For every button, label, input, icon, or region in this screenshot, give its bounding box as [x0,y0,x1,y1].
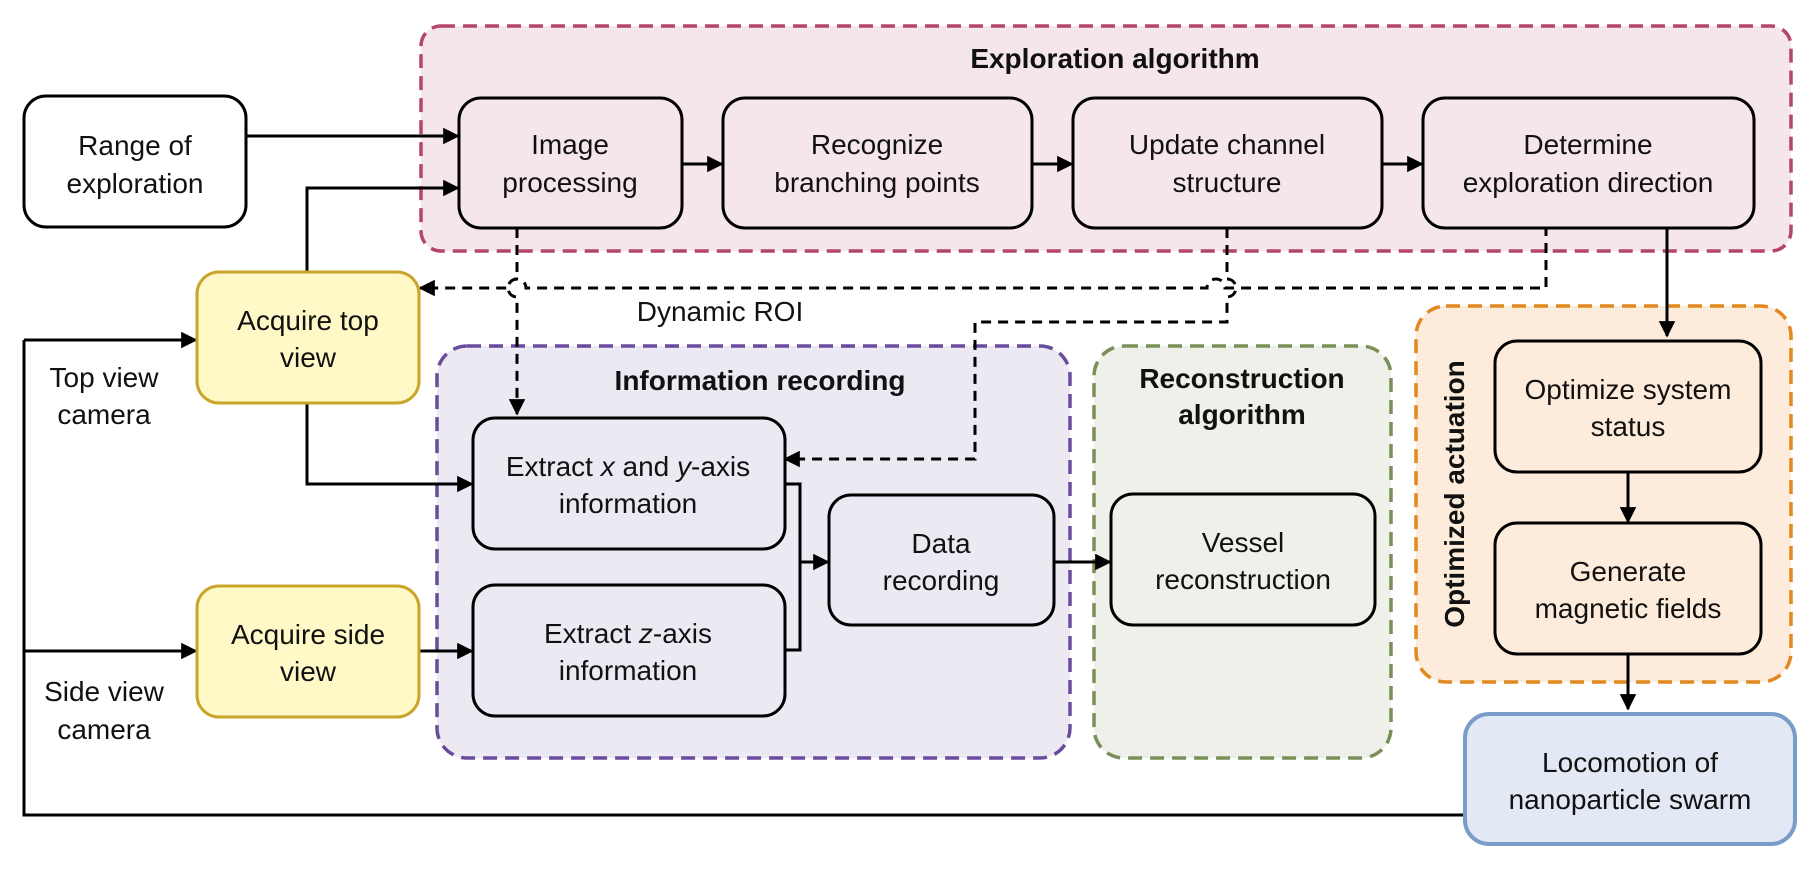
vessel-reconstruction-box [1109,492,1377,627]
extract-z-axis-label-line1: Extract z-axis [544,618,712,649]
arrow-update-to-extract-xy [783,228,1238,468]
extract-z-axis-label-line2: information [559,655,698,686]
extract-z-prefix: Extract [544,618,639,649]
camera-feedback-loop-line [22,340,1465,817]
optimize-system-status-label-line1: Optimize system [1525,374,1732,405]
recognize-branching-points-box [721,96,1034,230]
range-of-exploration-label-line2: exploration [67,168,204,199]
recognize-branching-points-label-line2: branching points [774,167,979,198]
extract-xy-and: and [615,451,677,482]
recognize-branching-points-label-line1: Recognize [811,129,943,160]
image-processing-label-line2: processing [502,167,637,198]
exploration-algorithm-title: Exploration algorithm [970,43,1259,74]
extract-z-suffix: -axis [653,618,712,649]
vessel-reconstruction-label-line2: reconstruction [1155,564,1331,595]
optimize-system-status-label-line2: status [1591,411,1666,442]
vessel-reconstruction-label-line1: Vessel [1202,527,1285,558]
generate-magnetic-fields-label-line1: Generate [1570,556,1687,587]
extract-xy-prefix: Extract [506,451,601,482]
locomotion-label-line2: nanoparticle swarm [1509,784,1752,815]
extract-z-axis-box [471,583,787,718]
dynamic-roi-label: Dynamic ROI [637,296,803,327]
extract-xy-axis-label-line1: Extract x and y-axis [506,451,750,482]
extract-xy-axis-label-line2: information [559,488,698,519]
side-view-camera-label-line2: camera [57,714,151,745]
arrow-top-view-to-extract-xy [305,404,474,493]
acquire-top-view-label-line2: view [280,342,337,373]
determine-exploration-direction-box [1421,96,1756,230]
acquire-side-view-label-line2: view [280,656,337,687]
update-channel-structure-label-line1: Update channel [1129,129,1325,160]
acquire-top-view-box [195,270,421,405]
extract-xy-suffix: -axis [691,451,750,482]
extract-xy-axis-box [471,416,787,551]
reconstruction-algorithm-title-line2: algorithm [1178,399,1306,430]
data-recording-label-line2: recording [883,565,1000,596]
extract-xy-x-variable: x [599,451,616,482]
update-channel-structure-label-line2: structure [1173,167,1282,198]
image-processing-box [457,96,684,230]
determine-exploration-direction-label-line2: exploration direction [1463,167,1714,198]
determine-exploration-direction-label-line1: Determine [1523,129,1652,160]
merge-bracket-line [785,482,802,652]
arrow-top-view-to-image-processing [305,179,460,272]
arrow-image-processing-to-extract-xy [506,228,526,416]
acquire-side-view-box [195,584,421,719]
acquire-side-view-label-line1: Acquire side [231,619,385,650]
top-view-camera-label-line2: camera [57,399,151,430]
optimized-actuation-title: Optimized actuation [1439,360,1470,628]
range-of-exploration-label-line1: Range of [78,130,192,161]
generate-magnetic-fields-label-line2: magnetic fields [1535,593,1722,624]
top-view-camera-label-line1: Top view [50,362,160,393]
generate-magnetic-fields-box [1493,521,1763,656]
range-of-exploration-box [22,94,248,229]
optimize-system-status-box [1493,339,1763,474]
side-view-camera-label-line1: Side view [44,676,165,707]
image-processing-label-line1: Image [531,129,609,160]
data-recording-label-line1: Data [911,528,971,559]
locomotion-label-line1: Locomotion of [1542,747,1718,778]
information-recording-title: Information recording [615,365,906,396]
extract-xy-y-variable: y [675,451,693,482]
extract-z-variable: z [638,618,653,649]
acquire-top-view-label-line1: Acquire top [237,305,379,336]
locomotion-nanoparticle-swarm-box [1463,712,1797,846]
update-channel-structure-box [1071,96,1384,230]
data-recording-box [827,493,1056,627]
reconstruction-algorithm-title-line1: Reconstruction [1139,363,1344,394]
